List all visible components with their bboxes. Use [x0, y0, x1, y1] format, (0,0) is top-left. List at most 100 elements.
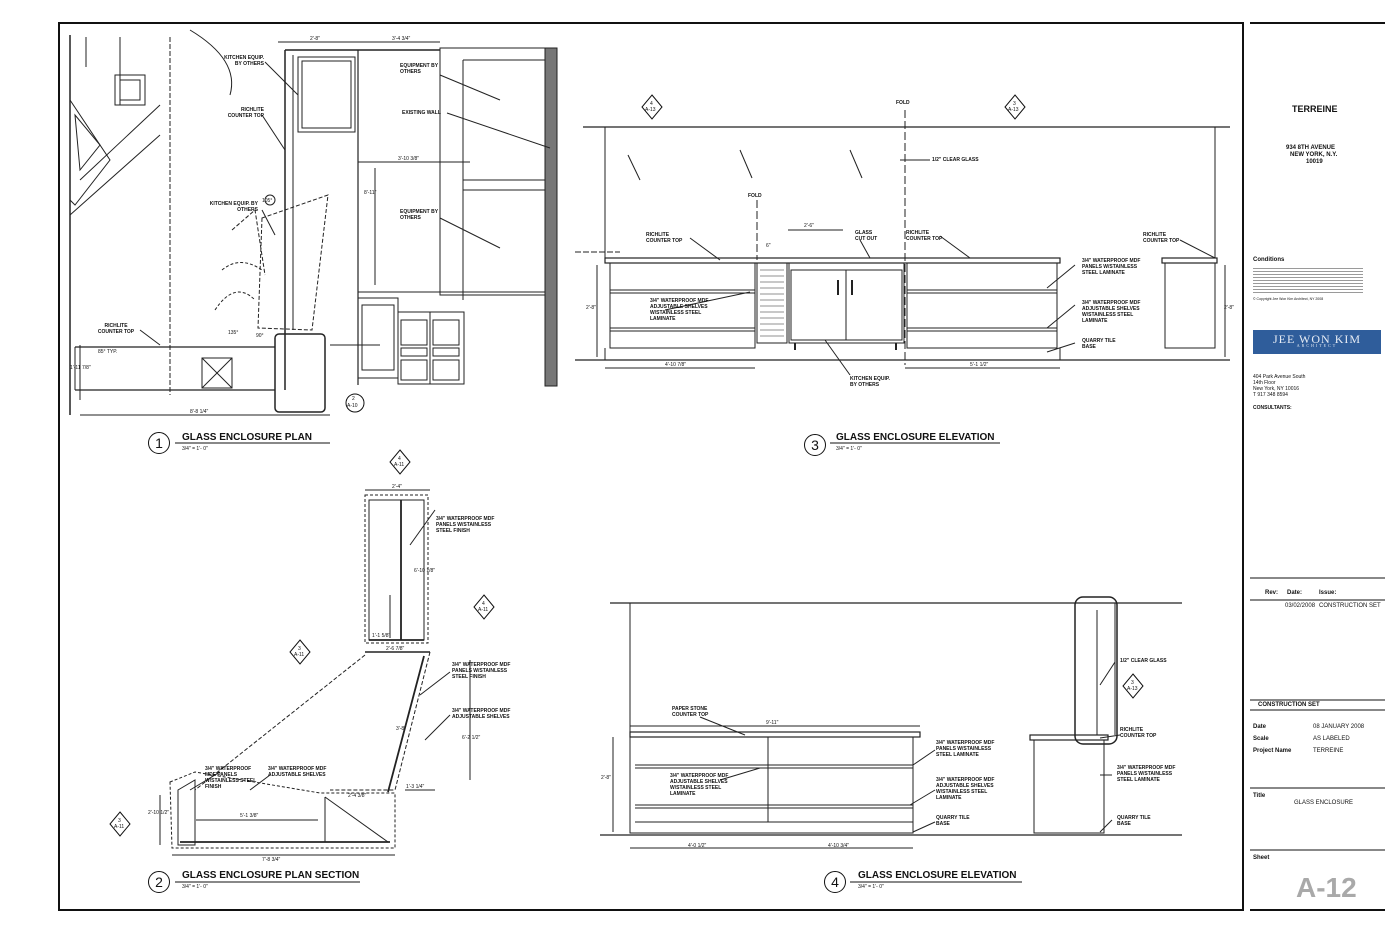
plan2-dim-right: 1'-3 1/4" [406, 784, 425, 790]
elev4-note-3: 3/4" WATERPROOF MDF ADJUSTABLE SHELVES W… [936, 777, 995, 801]
elev3-fold-2: FOLD [748, 193, 762, 199]
office-address-4: T 917 348 8594 [1253, 392, 1288, 398]
rev-row-issue: CONSTRUCTION SET [1319, 603, 1381, 609]
tag-7-sheet: A-13 [1127, 686, 1138, 692]
drawing-2-title: GLASS ENCLOSURE PLAN SECTION [182, 870, 360, 881]
plan1-richlite-note: RICHLITE COUNTER TOP [227, 107, 264, 119]
elev3-dim-height: 2'-8" [586, 305, 596, 311]
plan2-dim-small: 1'-1 5/8" [372, 633, 391, 639]
drawing-4-title: GLASS ENCLOSURE ELEVATION [858, 870, 1017, 881]
plan2-note-1: 3/4" WATERPROOF MDF PANELS W/STAINLESS S… [436, 516, 495, 534]
title-value: GLASS ENCLOSURE [1294, 800, 1354, 806]
elev4-quarry-right: QUARRY TILE BASE [1117, 815, 1151, 827]
project-address-1: 934 8TH AVENUE [1286, 145, 1336, 151]
project-address-2: NEW YORK, N.Y. [1290, 152, 1338, 158]
tag-2-sheet: A-13 [1008, 107, 1019, 113]
plan2-dim-vert1: 6'-10 1/8" [414, 568, 436, 574]
plan2-dim-top: 2'-4" [392, 484, 402, 490]
elev3-quarry: QUARRY TILE BASE [1082, 338, 1116, 350]
plan1-angle3: 90° [256, 333, 264, 339]
plan1-angle2: 135° [228, 330, 239, 336]
plan2-dim-small2: 2'-6 7/8" [386, 646, 405, 652]
elev3-note-right1: 3/4" WATERPROOF MDF PANELS W/STAINLESS S… [1082, 258, 1141, 276]
elev3-glass-cut: GLASS CUT OUT [855, 230, 878, 242]
consultants-label: CONSULTANTS: [1253, 405, 1292, 411]
project-address-3: 10019 [1306, 159, 1323, 165]
plan2-note-2: 3/4" WATERPROOF MDF PANELS W/STAINLESS S… [452, 662, 511, 680]
rev-header-rev: Rev: [1265, 590, 1279, 596]
scale-value: AS LABELED [1313, 736, 1350, 742]
office-address-1: 404 Park Avenue South [1253, 374, 1306, 380]
date-label: Date [1253, 724, 1267, 730]
drawing-2-number: 2 [148, 871, 170, 893]
drawing-3-number: 3 [804, 434, 826, 456]
plan2-note-5: 3/4" WATERPROOF MDF ADJUSTABLE SHELVES [268, 766, 327, 778]
tag-3-sheet: A-11 [394, 462, 405, 468]
sheet-border [58, 22, 1244, 911]
tag-2-num: 3 [1013, 101, 1016, 107]
project-label: Project Name [1253, 748, 1292, 754]
elevation-3-linework [575, 110, 1230, 376]
elev4-note-2: 3/4" WATERPROOF MDF ADJUSTABLE SHELVES W… [670, 773, 729, 797]
tag-1-sheet: A-13 [645, 107, 656, 113]
tag-5-sheet: A-11 [294, 652, 305, 658]
elev3-dim-left: 4'-10 7/8" [665, 362, 687, 368]
tag-3-num: 4 [398, 456, 401, 462]
plan1-ref-sheet: A-10 [347, 403, 358, 409]
tag-4-sheet: A-11 [478, 607, 489, 613]
drawing-1-title: GLASS ENCLOSURE PLAN [182, 432, 313, 443]
drawing-4-scale: 3/4" = 1'- 0" [858, 884, 884, 890]
elev3-note-right2: 3/4" WATERPROOF MDF ADJUSTABLE SHELVES W… [1082, 300, 1141, 324]
elev4-dim-height: 2'-8" [601, 775, 611, 781]
elev3-richlite-left: RICHLITE COUNTER TOP [646, 232, 683, 244]
plan2-note-4: 3/4" WATERPROOF MDF PANELS W/STAINLESS S… [205, 766, 257, 790]
plan-1-linework [69, 29, 558, 416]
plan1-angle1: 85° TYP. [98, 349, 118, 355]
rev-header-issue: Issue: [1319, 590, 1337, 596]
title-label: Title [1253, 793, 1266, 799]
elev4-quarry: QUARRY TILE BASE [936, 815, 970, 827]
tag-5-num: 3 [298, 646, 301, 652]
date-value: 08 JANUARY 2008 [1313, 724, 1365, 730]
drawing-4-number: 4 [824, 871, 846, 893]
plan1-existing-wall-note: EXISTING WALL [402, 110, 441, 116]
set-heading: CONSTRUCTION SET [1258, 702, 1320, 708]
plan-2-linework [159, 489, 471, 856]
elev3-dim-cut-v: 6" [766, 243, 771, 249]
architect-logo-sub: ARCHITECT [1296, 343, 1338, 348]
section-tags [109, 94, 1144, 837]
elev4-dim-right: 4'-10 3/4" [828, 843, 850, 849]
elev3-kitchen: KITCHEN EQUIP. BY OTHERS [850, 376, 890, 388]
plan2-dim-left: 2'-10 1/2" [148, 810, 170, 816]
drawing-1-scale: 3/4" = 1'- 0" [182, 446, 208, 452]
tag-6-sheet: A-11 [114, 824, 125, 830]
elev3-clear-glass: 1/2" CLEAR GLASS [932, 157, 979, 163]
elev4-dim-left: 4'-0 1/2" [688, 843, 707, 849]
plan1-dim-bottom: 8'-8 1/4" [190, 409, 209, 415]
elev3-dim-cut: 2'-6" [804, 223, 814, 229]
project-name: TERREINE [1292, 104, 1338, 114]
elev3-richlite-right: RICHLITE COUNTER TOP [1143, 232, 1180, 244]
elev3-note-left: 3/4" WATERPROOF MDF ADJUSTABLE SHELVES W… [650, 298, 709, 322]
plan1-richlite2-note: RICHLITE COUNTER TOP [97, 323, 135, 335]
elev3-dim-height2: 2'-8" [1224, 305, 1234, 311]
conditions-fineprint [1253, 266, 1363, 294]
elev3-richlite-mid: RICHLITE COUNTER TOP [906, 230, 943, 242]
office-address-2: 14th Floor [1253, 380, 1276, 386]
elev4-note-right: 3/4" WATERPROOF MDF PANELS W/STAINLESS S… [1117, 765, 1176, 783]
elev4-dim-top: 9'-11" [766, 720, 779, 726]
scale-label: Scale [1253, 736, 1269, 742]
sheet-number: A-12 [1296, 872, 1357, 903]
rev-header-date: Date: [1287, 590, 1303, 596]
elev4-clear-glass: 1/2" CLEAR GLASS [1120, 658, 1167, 664]
plan1-dim-left: 1'-11 7/8" [70, 365, 91, 371]
plan1-equip-mid-note: EQUIPMENT BY OTHERS [400, 209, 438, 221]
elevation-4-linework [600, 596, 1182, 849]
plan2-note-3: 3/4" WATERPROOF MDF ADJUSTABLE SHELVES [452, 708, 511, 720]
elev4-paper-stone: PAPER STONE COUNTER TOP [672, 706, 709, 718]
plan2-dim-angle: 2'-4 3/8" [348, 793, 367, 799]
plan1-ref-num: 2 [352, 396, 355, 402]
drawing-1-number: 1 [148, 432, 170, 454]
plan1-dim-top1: 2'-8" [310, 36, 320, 42]
